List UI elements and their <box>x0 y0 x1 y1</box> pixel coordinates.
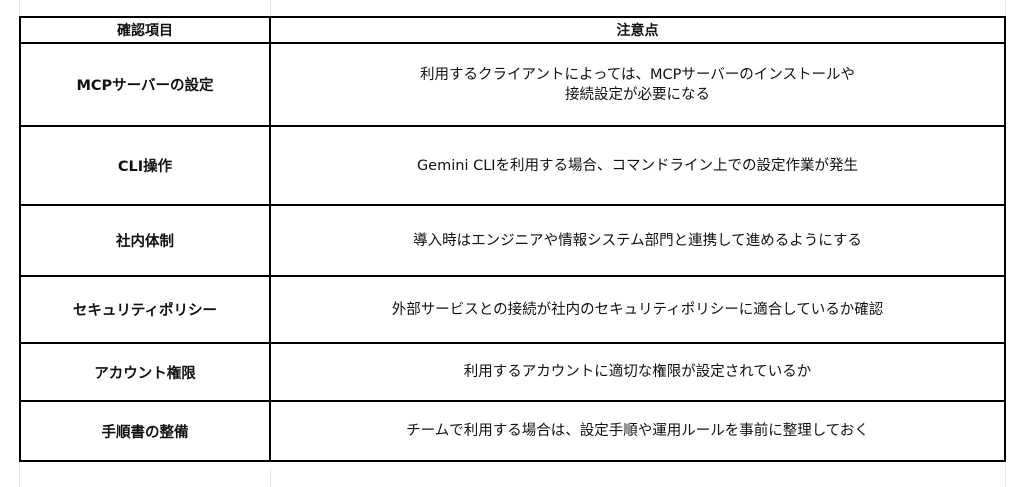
item-cell: アカウント権限 <box>19 342 271 402</box>
table-row: 手順書の整備 チームで利用する場合は、設定手順や運用ルールを事前に整理しておく <box>19 400 1006 462</box>
page-guide-mid-bottom <box>270 469 271 487</box>
note-line: 外部サービスとの接続が社内のセキュリティポリシーに適合しているか確認 <box>391 301 884 318</box>
note-line: 導入時はエンジニアや情報システム部門と連携して進めるようにする <box>413 232 862 249</box>
table-row: 社内体制 導入時はエンジニアや情報システム部門と連携して進めるようにする <box>19 204 1006 277</box>
item-cell: MCPサーバーの設定 <box>19 42 271 127</box>
note-cell: Gemini CLIを利用する場合、コマンドライン上での設定作業が発生 <box>269 125 1006 206</box>
note-cell: 外部サービスとの接続が社内のセキュリティポリシーに適合しているか確認 <box>269 275 1006 344</box>
note-line: 接続設定が必要になる <box>565 86 710 103</box>
table-row: アカウント権限 利用するアカウントに適切な権限が設定されているか <box>19 342 1006 402</box>
page-guide-mid-top <box>270 0 271 18</box>
note-line: 利用するアカウントに適切な権限が設定されているか <box>463 364 812 380</box>
note-cell: 導入時はエンジニアや情報システム部門と連携して進めるようにする <box>269 204 1006 277</box>
note-line: Gemini CLIを利用する場合、コマンドライン上での設定作業が発生 <box>416 157 859 174</box>
item-cell: 手順書の整備 <box>19 400 271 462</box>
header-note: 注意点 <box>269 16 1006 44</box>
table-row: セキュリティポリシー 外部サービスとの接続が社内のセキュリティポリシーに適合して… <box>19 275 1006 344</box>
header-item: 確認項目 <box>19 16 271 44</box>
table-row: CLI操作 Gemini CLIを利用する場合、コマンドライン上での設定作業が発… <box>19 125 1006 206</box>
item-cell: CLI操作 <box>19 125 271 206</box>
note-cell: 利用するクライアントによっては、MCPサーバーのインストールや 接続設定が必要に… <box>269 42 1006 127</box>
checklist-table: 確認項目 注意点 MCPサーバーの設定 利用するクライアントによっては、MCPサ… <box>19 16 1006 462</box>
table-row: MCPサーバーの設定 利用するクライアントによっては、MCPサーバーのインストー… <box>19 42 1006 127</box>
note-cell: チームで利用する場合は、設定手順や運用ルールを事前に整理しておく <box>269 400 1006 462</box>
item-cell: セキュリティポリシー <box>19 275 271 344</box>
note-line: 利用するクライアントによっては、MCPサーバーのインストールや <box>420 66 855 83</box>
item-cell: 社内体制 <box>19 204 271 277</box>
table-header-row: 確認項目 注意点 <box>19 16 1006 44</box>
note-cell: 利用するアカウントに適切な権限が設定されているか <box>269 342 1006 402</box>
page-guide-right <box>1005 0 1006 487</box>
note-line: チームで利用する場合は、設定手順や運用ルールを事前に整理しておく <box>406 423 869 439</box>
